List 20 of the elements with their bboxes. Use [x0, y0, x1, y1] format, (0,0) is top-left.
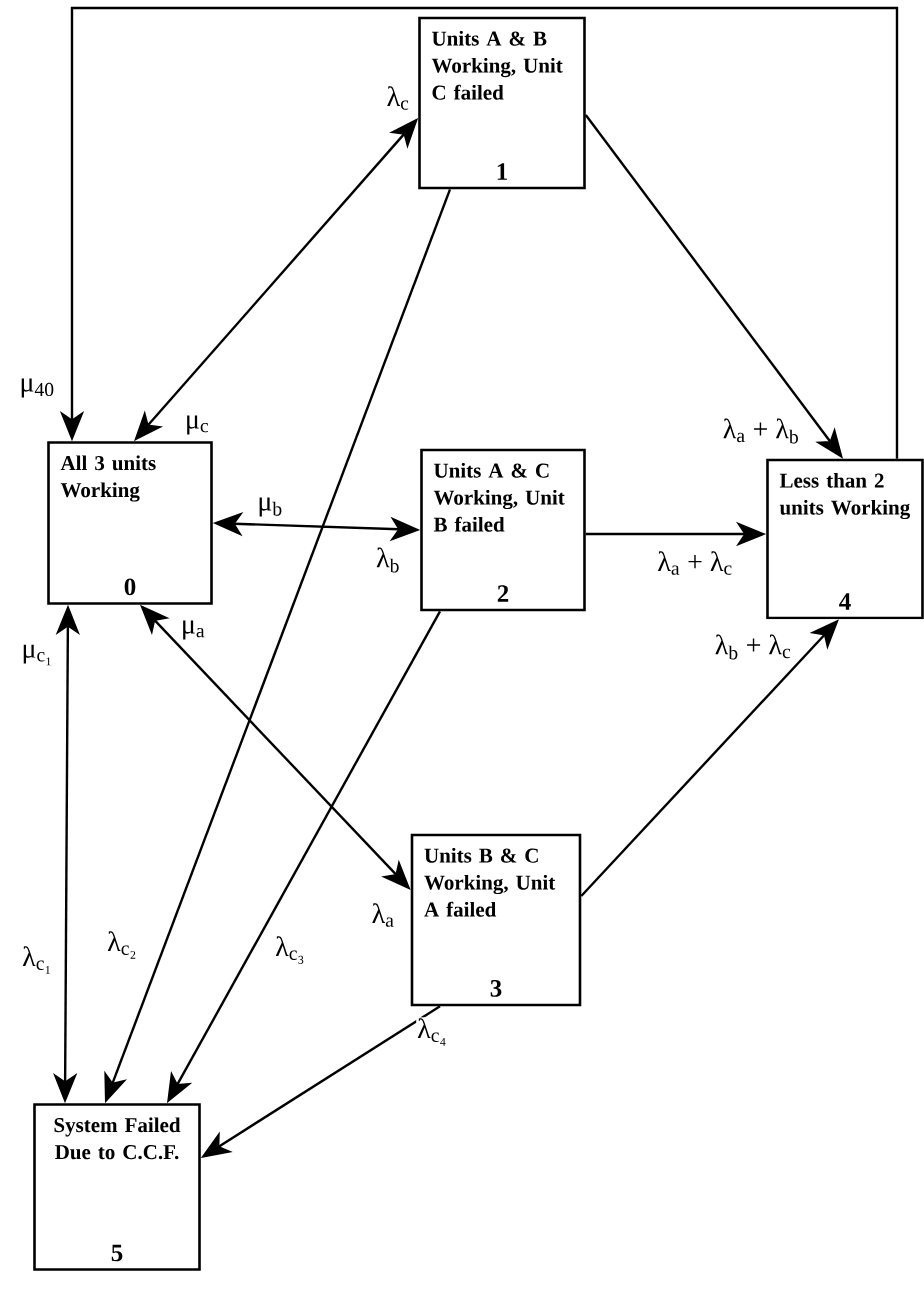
- state-box: Units A & B Working, Unit C failed 1: [418, 16, 586, 190]
- rate-label: μ$_{b}$: [256, 496, 284, 518]
- rate-label: λ$_{c₁}$: [21, 945, 53, 975]
- state-box: Less than 2 units Working 4: [766, 458, 924, 620]
- edge-label: λ$_{c₃}$: [274, 935, 306, 965]
- state-box: Units A & C Working, Unit B failed 2: [420, 448, 586, 612]
- edge-label: λ$_{a}$ + λ$_{b}$: [721, 417, 801, 445]
- rate-label: λ$_{b}$: [375, 546, 401, 574]
- rate-label: μ$_{a}$: [179, 619, 207, 641]
- edge-label: μ$_{40}$: [18, 377, 56, 399]
- edge-label: λ$_{b}$ + λ$_{c}$: [713, 633, 793, 661]
- rate-label: μ$_{c}$: [183, 414, 211, 436]
- edge-label: λ$_{c₂}$: [106, 930, 138, 960]
- rate-label: μ$_{c₁}$: [20, 643, 54, 667]
- state-box: All 3 units Working 0: [47, 441, 213, 605]
- state-box: Units B & C Working, Unit A failed 3: [410, 833, 582, 1007]
- edge-label: λ$_{c₄}$: [416, 1017, 448, 1047]
- state-box: System Failed Due to C.C.F. 5: [33, 1103, 201, 1271]
- rate-label: λ$_{c}$: [385, 85, 411, 111]
- edge-label: λ$_{a}$ + λ$_{c}$: [656, 550, 734, 576]
